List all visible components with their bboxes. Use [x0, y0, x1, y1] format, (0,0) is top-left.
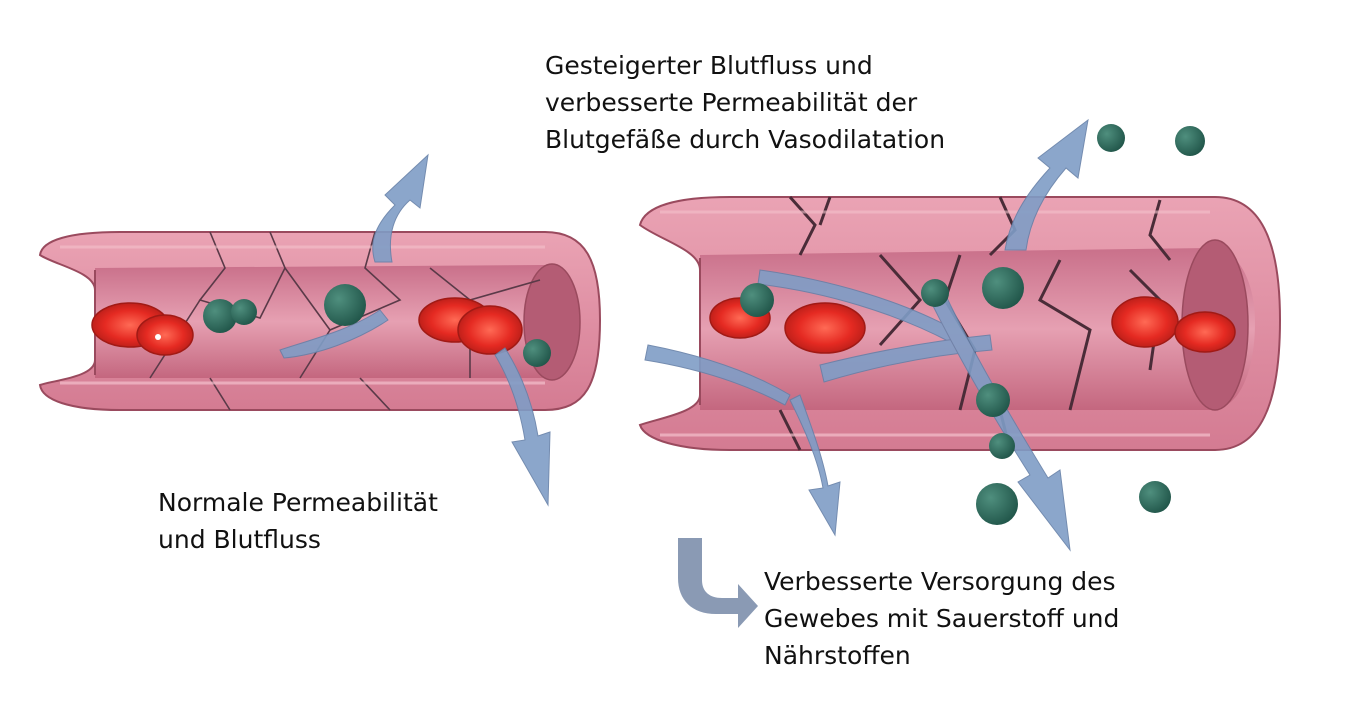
molecule-icon	[1139, 481, 1171, 513]
flow-arrow-icon	[929, 295, 1071, 552]
red-blood-cell-icon	[1174, 311, 1236, 353]
tissue-supply-label: Verbesserte Versorgung des Gewebes mit S…	[764, 567, 1120, 670]
normal-permeability-label: Normale Permeabilität und Blutfluss	[158, 488, 438, 554]
molecules	[203, 124, 1205, 525]
molecule-icon	[976, 383, 1010, 417]
flow-arrow-icon	[789, 394, 841, 537]
red-blood-cell-icon	[1111, 296, 1179, 348]
molecule-icon	[740, 283, 774, 317]
flow-arrow-icon	[372, 153, 429, 263]
molecule-icon	[231, 299, 257, 325]
flow-arrow-icon	[279, 309, 389, 359]
vasodilation-label: Gesteigerter Blutfluss und verbesserte P…	[545, 51, 946, 154]
molecule-icon	[523, 339, 551, 367]
molecule-icon	[976, 483, 1018, 525]
molecule-icon	[1097, 124, 1125, 152]
red-blood-cell-icon	[136, 314, 194, 356]
red-blood-cell-icon	[784, 302, 866, 354]
flow-arrow-icon	[1004, 118, 1089, 251]
normal-vessel	[38, 231, 602, 411]
molecule-icon	[989, 433, 1015, 459]
flow-arrow-icon	[819, 334, 993, 383]
molecule-icon	[982, 267, 1024, 309]
flow-arrow-icon	[494, 347, 551, 507]
flow-arrow-icon	[644, 344, 791, 406]
molecule-icon	[324, 284, 366, 326]
flow-arrows	[279, 118, 1089, 552]
molecule-icon	[203, 299, 237, 333]
red-blood-cells	[91, 296, 1236, 356]
red-blood-cell-icon	[457, 305, 523, 355]
molecule-icon	[921, 279, 949, 307]
curved-arrow-icon	[678, 538, 758, 628]
molecule-icon	[1175, 126, 1205, 156]
